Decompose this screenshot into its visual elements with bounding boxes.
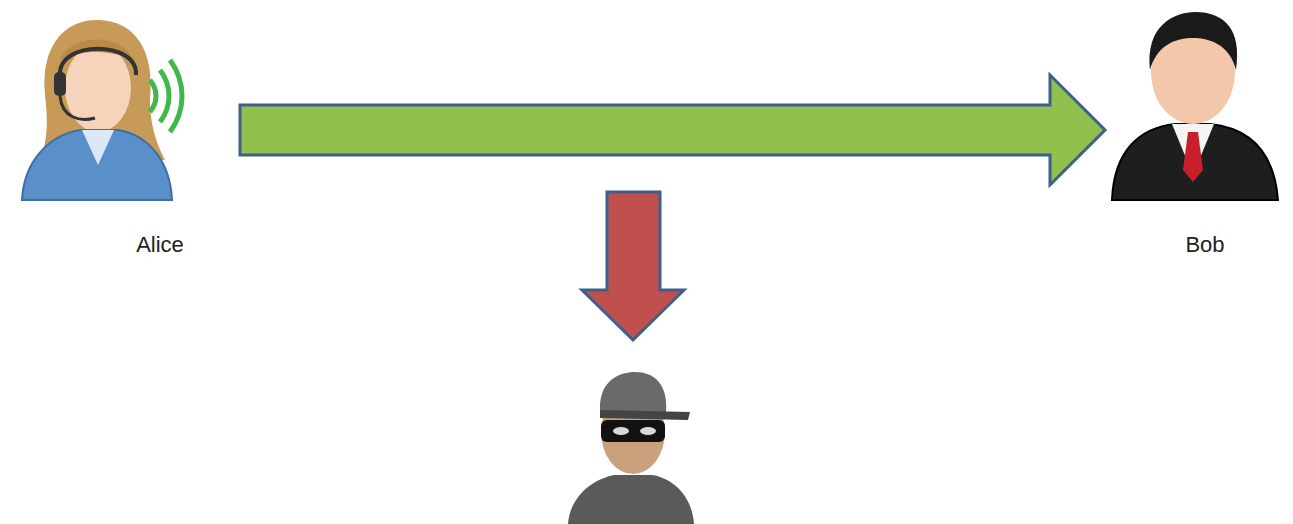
hair	[1149, 12, 1237, 70]
body	[568, 475, 694, 524]
eavesdropper-icon	[568, 372, 694, 524]
suit	[1112, 124, 1278, 200]
tie	[1183, 132, 1203, 182]
person-node: Bob	[1105, 5, 1290, 260]
intercept-arrow	[582, 192, 684, 340]
eye-hole	[640, 427, 656, 435]
alice-icon	[22, 20, 182, 200]
message-arrow	[240, 75, 1105, 185]
node-label: Alice	[136, 232, 184, 258]
signal-wave	[150, 80, 156, 112]
headset-mic	[60, 96, 95, 119]
headset-band	[60, 49, 136, 75]
signal-wave	[160, 70, 169, 122]
collar	[82, 130, 114, 165]
eye-hole	[613, 427, 629, 435]
person-node: Alice	[20, 15, 240, 260]
bob-icon	[1112, 12, 1278, 200]
cap	[600, 372, 666, 412]
cap-brim	[600, 410, 690, 420]
fringe	[60, 40, 135, 62]
node-label: Bob	[1185, 232, 1224, 258]
mask	[601, 420, 665, 442]
headset-ear	[54, 72, 66, 96]
signal-wave	[170, 60, 182, 132]
jacket	[22, 130, 172, 200]
edge-layer	[240, 75, 1105, 185]
